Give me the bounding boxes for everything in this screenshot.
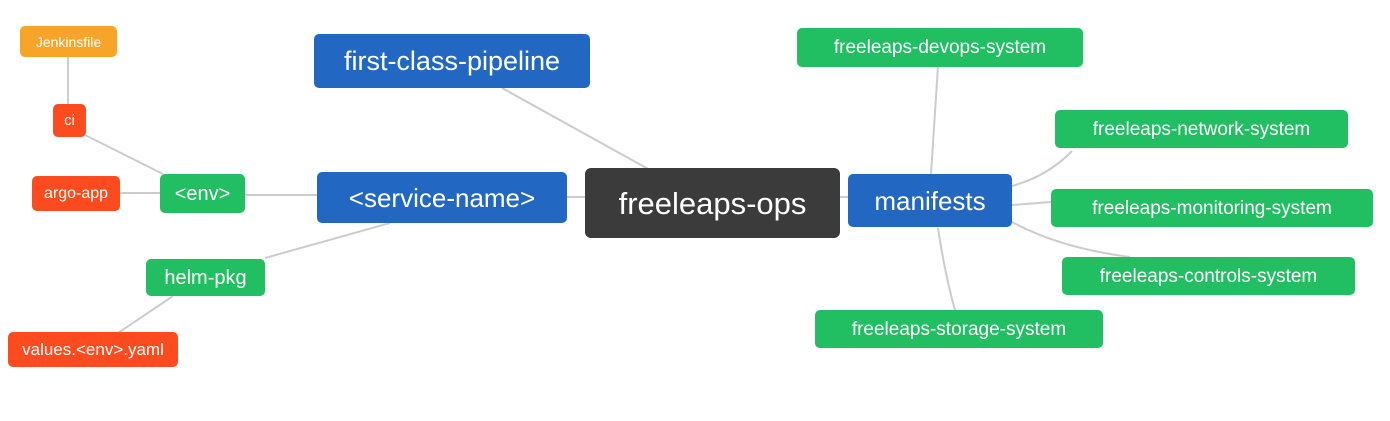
node-helm-pkg[interactable]: helm-pkg — [146, 259, 265, 296]
edge-ci-env — [84, 134, 164, 175]
edge-manifests-monitoring — [1011, 201, 1052, 206]
node-storage-system[interactable]: freeleaps-storage-system — [815, 310, 1103, 348]
node-root-freeleaps-ops[interactable]: freeleaps-ops — [585, 168, 840, 238]
node-first-class-pipeline[interactable]: first-class-pipeline — [314, 34, 590, 88]
node-devops-system[interactable]: freeleaps-devops-system — [797, 28, 1083, 67]
node-network-system[interactable]: freeleaps-network-system — [1055, 110, 1348, 148]
edge-helm-pkg-values — [117, 295, 174, 334]
edge-service-helm-pkg — [264, 222, 391, 259]
edge-pipeline-root — [501, 87, 651, 171]
edge-manifests-network — [1011, 150, 1073, 187]
node-values-yaml[interactable]: values.<env>.yaml — [8, 332, 178, 367]
node-jenkinsfile[interactable]: Jenkinsfile — [20, 26, 117, 57]
node-controls-system[interactable]: freeleaps-controls-system — [1062, 257, 1355, 295]
edge-manifests-controls — [1011, 221, 1131, 258]
node-env[interactable]: <env> — [160, 174, 245, 213]
node-service-name[interactable]: <service-name> — [317, 172, 567, 223]
node-argo-app[interactable]: argo-app — [32, 176, 120, 211]
edge-manifests-devops — [930, 65, 939, 175]
node-monitoring-system[interactable]: freeleaps-monitoring-system — [1051, 189, 1373, 227]
edge-manifests-storage — [937, 227, 956, 311]
node-ci[interactable]: ci — [53, 104, 86, 137]
node-manifests[interactable]: manifests — [848, 174, 1012, 227]
